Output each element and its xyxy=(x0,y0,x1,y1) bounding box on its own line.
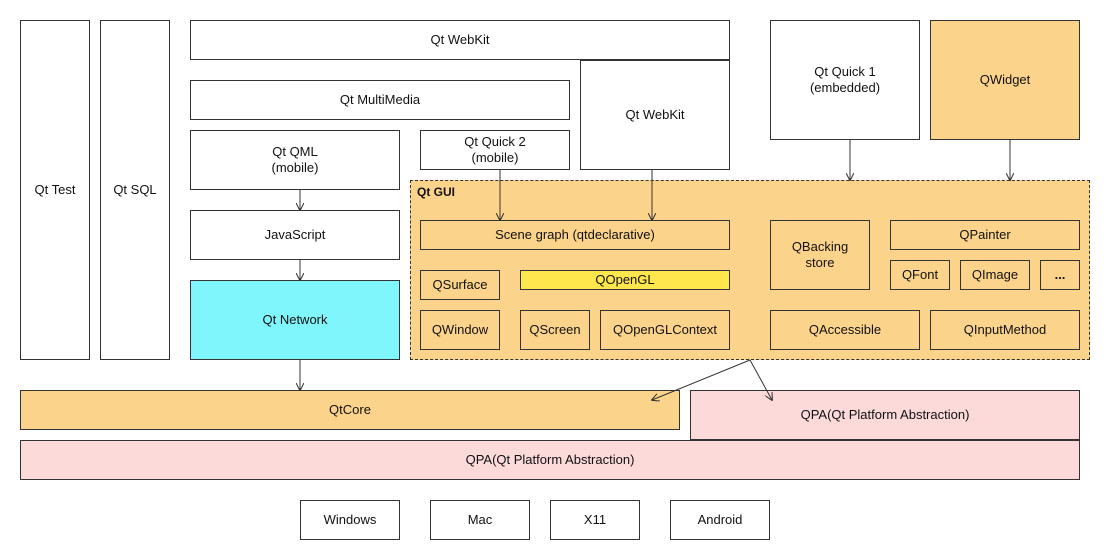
qimage-box: QImage xyxy=(960,260,1030,290)
platform-mac: Mac xyxy=(430,500,530,540)
qbacking-store-box: QBacking store xyxy=(770,220,870,290)
more-box: ... xyxy=(1040,260,1080,290)
qaccessible-box: QAccessible xyxy=(770,310,920,350)
platform-windows: Windows xyxy=(300,500,400,540)
qtcore-box: QtCore xyxy=(20,390,680,430)
qwindow-box: QWindow xyxy=(420,310,500,350)
qfont-box: QFont xyxy=(890,260,950,290)
qt-webkit-box: Qt WebKit xyxy=(580,60,730,170)
qinputmethod-box: QInputMethod xyxy=(930,310,1080,350)
qt-webkit-wide-box: Qt WebKit xyxy=(190,20,730,60)
scene-graph-box: Scene graph (qtdeclarative) xyxy=(420,220,730,250)
qt-quick2-box: Qt Quick 2 (mobile) xyxy=(420,130,570,170)
qpa-box: QPA(Qt Platform Abstraction) xyxy=(20,440,1080,480)
qt-network-box: Qt Network xyxy=(190,280,400,360)
platform-android: Android xyxy=(670,500,770,540)
qt-test-box: Qt Test xyxy=(20,20,90,360)
qt-sql-box: Qt SQL xyxy=(100,20,170,360)
qwidget-box: QWidget xyxy=(930,20,1080,140)
qopenglcontext-box: QOpenGLContext xyxy=(600,310,730,350)
qt-quick1-box: Qt Quick 1 (embedded) xyxy=(770,20,920,140)
qt-qml-box: Qt QML (mobile) xyxy=(190,130,400,190)
qsurface-box: QSurface xyxy=(420,270,500,300)
qscreen-box: QScreen xyxy=(520,310,590,350)
qopengl-box: QOpenGL xyxy=(520,270,730,290)
qt-gui-title: Qt GUI xyxy=(417,185,455,199)
qpa-right-box: QPA(Qt Platform Abstraction) xyxy=(690,390,1080,440)
qpainter-box: QPainter xyxy=(890,220,1080,250)
qt-multimedia-box: Qt MultiMedia xyxy=(190,80,570,120)
javascript-box: JavaScript xyxy=(190,210,400,260)
platform-x11: X11 xyxy=(550,500,640,540)
